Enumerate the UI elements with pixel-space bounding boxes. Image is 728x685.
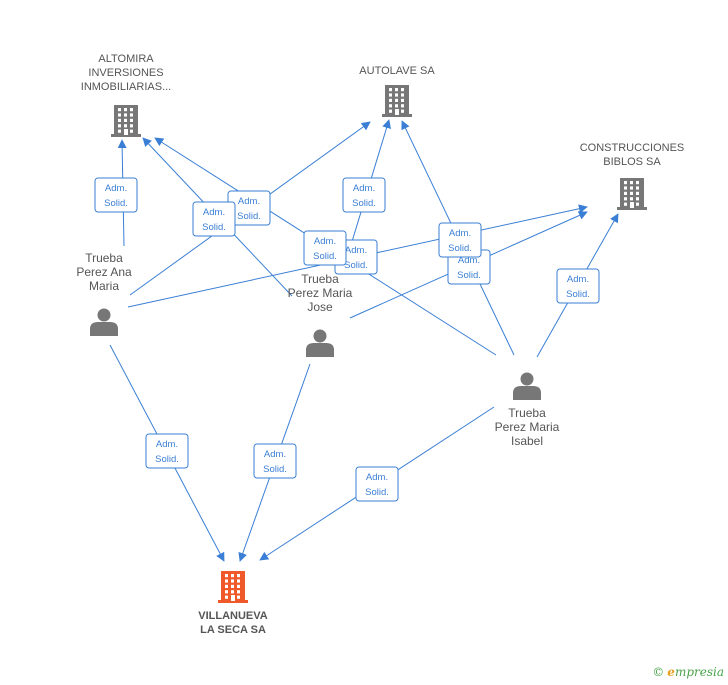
edge-label-text: Solid. bbox=[155, 454, 179, 465]
edge-label-text: Solid. bbox=[313, 251, 337, 262]
edge-label-text: Solid. bbox=[237, 211, 261, 222]
edge-label-text: Solid. bbox=[202, 222, 226, 233]
company-label: LA SECA SA bbox=[200, 624, 266, 636]
edge-label-text: Adm. bbox=[203, 207, 225, 218]
edge-label-isabel-to-altomira[interactable]: Adm. Solid. bbox=[303, 230, 347, 266]
building-icon bbox=[111, 105, 141, 137]
edge-label-box bbox=[556, 268, 600, 304]
empresia-watermark[interactable]: ©empresia bbox=[652, 665, 724, 679]
copyright-symbol: © bbox=[652, 665, 665, 679]
company-label: BIBLOS SA bbox=[603, 156, 661, 168]
person-label: Jose bbox=[307, 300, 333, 314]
edge-label-text: Solid. bbox=[365, 487, 389, 498]
edge-label-text: Adm. bbox=[345, 245, 367, 256]
person-label: Perez Maria bbox=[288, 286, 353, 300]
edge-label-text: Solid. bbox=[352, 198, 376, 209]
brand-name: mpresia bbox=[674, 665, 724, 679]
person-label: Perez Maria bbox=[495, 420, 560, 434]
company-node-villanueva[interactable]: VILLANUEVA LA SECA SA bbox=[198, 571, 268, 636]
person-label: Trueba bbox=[301, 272, 339, 286]
person-icon bbox=[306, 329, 334, 357]
edge-label-jose-to-villanueva[interactable]: Adm. Solid. bbox=[253, 443, 297, 479]
edge-labels-layer: Adm.Solid.Adm.Solid.Adm.Solid.Adm.Solid.… bbox=[94, 177, 600, 502]
edge-label-text: Adm. bbox=[366, 472, 388, 483]
person-label: Trueba bbox=[508, 406, 546, 420]
edge-label-box bbox=[303, 230, 347, 266]
edge-label-box bbox=[94, 177, 138, 213]
company-label: ALTOMIRA bbox=[98, 53, 154, 65]
edge-label-box bbox=[355, 466, 399, 502]
building-icon bbox=[382, 85, 412, 117]
edge-label-text: Adm. bbox=[458, 255, 480, 266]
company-node-altomira[interactable]: ALTOMIRA INVERSIONES INMOBILIARIAS... bbox=[81, 53, 171, 137]
edge-label-text: Solid. bbox=[448, 243, 472, 254]
edge-label-text: Adm. bbox=[264, 449, 286, 460]
person-label: Maria bbox=[89, 279, 119, 293]
company-node-autolave[interactable]: AUTOLAVE SA bbox=[359, 65, 435, 117]
nodes-layer: ALTOMIRA INVERSIONES INMOBILIARIAS... AUTOL… bbox=[76, 53, 684, 636]
edge-label-text: Solid. bbox=[457, 270, 481, 281]
edge-label-jose-to-altomira[interactable]: Adm. Solid. bbox=[192, 201, 236, 237]
company-label: AUTOLAVE SA bbox=[359, 65, 435, 77]
edge-label-box bbox=[342, 177, 386, 213]
edge-label-box bbox=[192, 201, 236, 237]
edge-label-ana-to-villanueva[interactable]: Adm. Solid. bbox=[145, 433, 189, 469]
building-icon bbox=[617, 178, 647, 210]
person-label: Isabel bbox=[511, 434, 543, 448]
edge-label-text: Solid. bbox=[104, 198, 128, 209]
edge-label-ana-to-altomira[interactable]: Adm. Solid. bbox=[94, 177, 138, 213]
edge-label-text: Adm. bbox=[567, 274, 589, 285]
company-label: INMOBILIARIAS... bbox=[81, 81, 171, 93]
building-icon bbox=[218, 571, 248, 603]
edge-label-text: Adm. bbox=[449, 228, 471, 239]
edge-label-jose-to-autolave[interactable]: Adm. Solid. bbox=[342, 177, 386, 213]
edge-label-isabel-to-construcciones[interactable]: Adm. Solid. bbox=[556, 268, 600, 304]
person-label: Trueba bbox=[85, 251, 123, 265]
edge-label-box bbox=[145, 433, 189, 469]
edge-label-text: Solid. bbox=[263, 464, 287, 475]
edge-label-ana-to-autolave[interactable]: Adm. Solid. bbox=[227, 190, 271, 226]
company-node-construcciones[interactable]: CONSTRUCCIONES BIBLOS SA bbox=[580, 142, 685, 210]
person-icon bbox=[513, 372, 541, 400]
edge-label-isabel-to-autolave[interactable]: Adm. Solid. bbox=[438, 222, 482, 258]
person-label: Perez Ana bbox=[76, 265, 132, 279]
edge-label-text: Adm. bbox=[105, 183, 127, 194]
edge-label-box bbox=[253, 443, 297, 479]
company-label: INVERSIONES bbox=[88, 67, 163, 79]
edge-label-text: Adm. bbox=[156, 439, 178, 450]
brand-initial: e bbox=[667, 665, 675, 679]
company-label: VILLANUEVA bbox=[198, 610, 268, 622]
edge-label-text: Solid. bbox=[566, 289, 590, 300]
edge-label-box bbox=[438, 222, 482, 258]
edge-label-isabel-to-villanueva[interactable]: Adm. Solid. bbox=[355, 466, 399, 502]
edge-label-text: Adm. bbox=[314, 236, 336, 247]
edge-label-text: Adm. bbox=[353, 183, 375, 194]
person-icon bbox=[90, 308, 118, 336]
company-label: CONSTRUCCIONES bbox=[580, 142, 685, 154]
edge-label-text: Solid. bbox=[344, 260, 368, 271]
edge-label-text: Adm. bbox=[238, 196, 260, 207]
edge-label-jose-to-construcciones[interactable]: Adm. Solid. bbox=[447, 249, 491, 285]
